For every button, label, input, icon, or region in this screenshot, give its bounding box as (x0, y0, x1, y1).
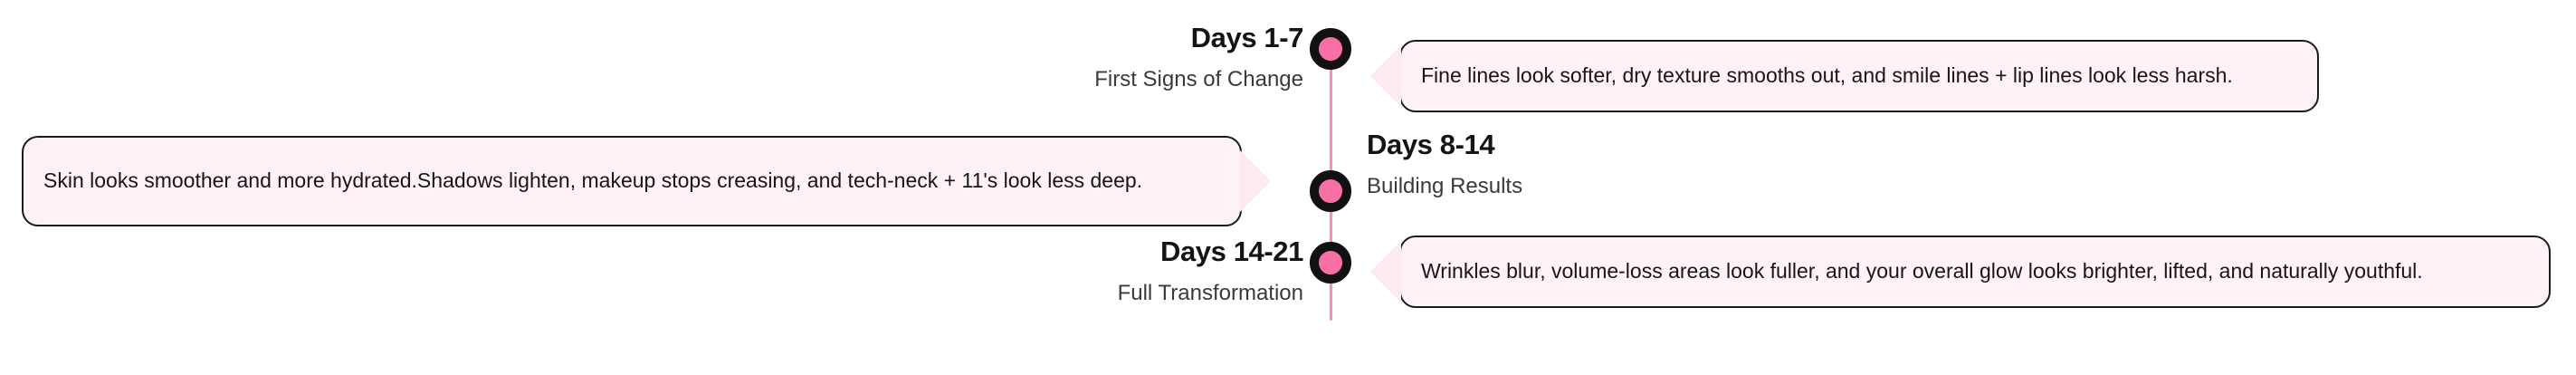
timeline-dot-3[interactable] (1310, 242, 1351, 284)
timeline-label-3: Days 14-21 Full Transformation (670, 236, 1304, 306)
timeline-card-text-2: Skin looks smoother and more hydrated.Sh… (43, 168, 1143, 193)
timeline-subtitle-3: Full Transformation (1117, 280, 1303, 305)
timeline-title-2: Days 8-14 (1367, 129, 1495, 160)
card-pointer-right-icon-2 (1240, 150, 1271, 212)
timeline-title-1: Days 1-7 (1190, 22, 1304, 53)
timeline-row-1: Days 1-7 First Signs of Change Fine line… (0, 0, 2576, 112)
timeline-card-1[interactable]: Fine lines look softer, dry texture smoo… (1370, 40, 2319, 112)
card-pointer-left-icon-3 (1370, 241, 1401, 303)
timeline-row-2: Days 8-14 Building Results Skin looks sm… (0, 107, 2576, 226)
timeline-dot-1[interactable] (1310, 28, 1351, 70)
timeline-subtitle-2: Building Results (1367, 173, 1523, 198)
timeline-card-text-1: Fine lines look softer, dry texture smoo… (1421, 63, 2233, 88)
timeline-label-1: Days 1-7 First Signs of Change (670, 22, 1303, 92)
timeline-dot-2[interactable] (1310, 170, 1351, 212)
timeline-row-3: Days 14-21 Full Transformation Wrinkles … (0, 214, 2576, 322)
timeline-card-3[interactable]: Wrinkles blur, volume-loss areas look fu… (1370, 236, 2551, 308)
timeline-card-2[interactable]: Skin looks smoother and more hydrated.Sh… (22, 136, 1271, 226)
timeline-card-text-3: Wrinkles blur, volume-loss areas look fu… (1421, 259, 2423, 284)
timeline-title-3: Days 14-21 (1159, 236, 1303, 267)
timeline-subtitle-1: First Signs of Change (1094, 66, 1303, 91)
card-pointer-left-icon-1 (1370, 45, 1401, 107)
timeline-label-2: Days 8-14 Building Results (1367, 129, 2000, 199)
